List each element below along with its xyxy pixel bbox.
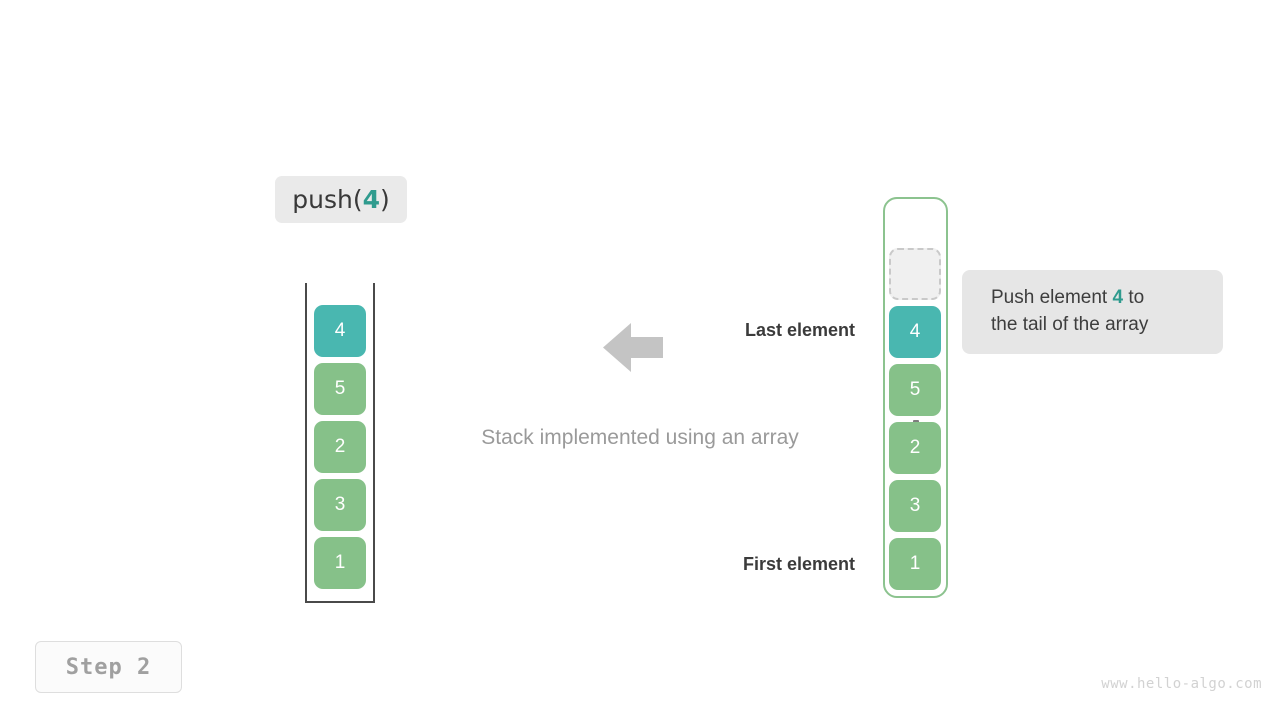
stack-cell: 4: [314, 305, 366, 357]
stack-cell: 3: [314, 479, 366, 531]
tooltip-text-after: to: [1123, 287, 1145, 308]
stack-container-outline: [305, 283, 375, 603]
array-empty-slot: [889, 248, 941, 300]
array-container-outline: [883, 197, 948, 598]
stack-cell: 1: [314, 537, 366, 589]
watermark: www.hello-algo.com: [1101, 676, 1262, 692]
operation-code: push(4): [292, 185, 390, 214]
operation-suffix: ): [379, 185, 390, 214]
stack-cell: 5: [314, 363, 366, 415]
tooltip-line-2: the tail of the array: [991, 314, 1149, 335]
array-cell: 5: [889, 364, 941, 416]
operation-chip: push(4): [275, 176, 407, 223]
operation-argument: 4: [362, 185, 380, 214]
array-cell-list: 4 5 2 3 1: [889, 306, 941, 596]
figure-caption: Stack implemented using an array: [481, 426, 799, 449]
stack-cell-list: 4 5 2 3 1: [314, 305, 366, 595]
step-label: Step 2: [65, 654, 152, 680]
operation-prefix: push(: [292, 185, 363, 214]
step-badge: Step 2: [35, 641, 182, 693]
last-element-label: Last element: [744, 320, 855, 340]
stack-figure: 4 5 2 3 1: [305, 283, 375, 603]
stack-cell: 2: [314, 421, 366, 473]
tooltip-highlight-value: 4: [1112, 287, 1124, 308]
array-cell: 2: [889, 422, 941, 474]
explanation-tooltip: Push element 4 to the tail of the array: [962, 270, 1223, 354]
array-cell: 1: [889, 538, 941, 590]
arrow-left-icon: [603, 320, 663, 375]
tooltip-line-1: Push element 4 to: [991, 284, 1205, 311]
first-element-label: First element: [742, 554, 855, 574]
array-cell: 4: [889, 306, 941, 358]
array-cell: 3: [889, 480, 941, 532]
tooltip-text-before: Push element: [991, 287, 1113, 308]
